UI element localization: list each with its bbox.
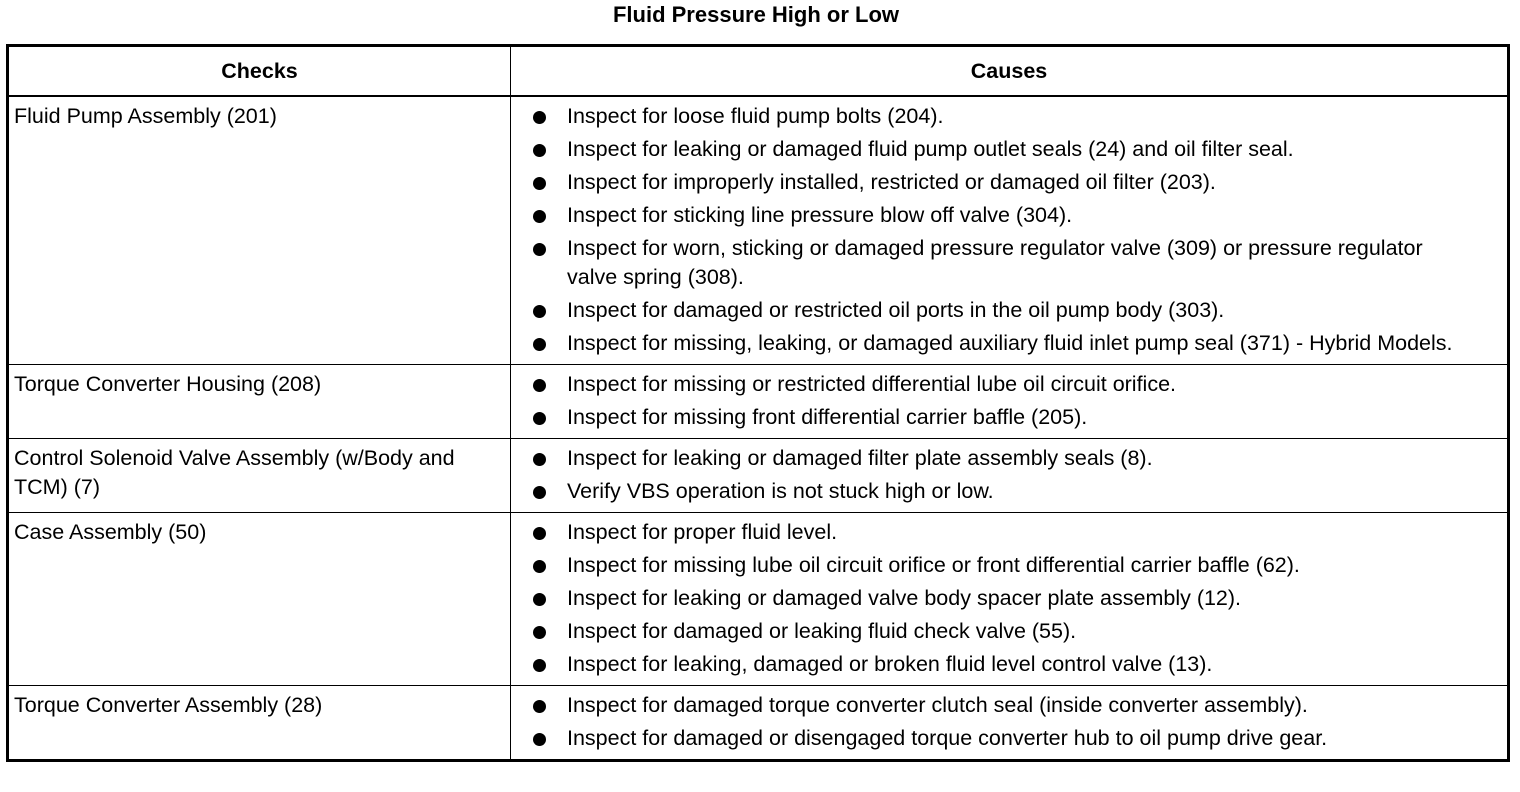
- cause-text: Inspect for leaking or damaged filter pl…: [567, 446, 1153, 470]
- cause-item: Inspect for loose fluid pump bolts (204)…: [533, 102, 1467, 131]
- bullet-icon: [533, 659, 546, 672]
- cause-text: Inspect for missing lube oil circuit ori…: [567, 553, 1300, 577]
- cause-item: Inspect for sticking line pressure blow …: [533, 201, 1467, 230]
- cause-item: Inspect for missing or restricted differ…: [533, 370, 1467, 399]
- bullet-icon: [533, 626, 546, 639]
- cause-item: Inspect for damaged or restricted oil po…: [533, 296, 1467, 325]
- table-row: Torque Converter Housing (208) Inspect f…: [7, 364, 1509, 439]
- cause-item: Inspect for worn, sticking or damaged pr…: [533, 234, 1467, 292]
- bullet-icon: [533, 733, 546, 746]
- table-header-row: Checks Causes: [7, 45, 1509, 97]
- bullet-icon: [533, 700, 546, 713]
- check-cell: Fluid Pump Assembly (201): [7, 95, 511, 365]
- check-cell: Torque Converter Housing (208): [7, 364, 511, 439]
- bullet-icon: [533, 412, 546, 425]
- table-row: Torque Converter Assembly (28) Inspect f…: [7, 685, 1509, 761]
- cause-text: Inspect for damaged torque converter clu…: [567, 693, 1308, 717]
- cause-text: Inspect for missing front differential c…: [567, 405, 1088, 429]
- cause-item: Inspect for proper fluid level.: [533, 518, 1467, 547]
- check-cell: Torque Converter Assembly (28): [7, 685, 511, 761]
- causes-list: Inspect for loose fluid pump bolts (204)…: [533, 102, 1467, 358]
- column-header-checks: Checks: [7, 45, 511, 97]
- cause-item: Inspect for leaking or damaged filter pl…: [533, 444, 1467, 473]
- bullet-icon: [533, 111, 546, 124]
- cause-item: Inspect for leaking or damaged fluid pum…: [533, 135, 1467, 164]
- cause-item: Inspect for leaking, damaged or broken f…: [533, 650, 1467, 679]
- cause-text: Inspect for damaged or restricted oil po…: [567, 298, 1225, 322]
- check-cell: Control Solenoid Valve Assembly (w/Body …: [7, 438, 511, 513]
- bullet-icon: [533, 560, 546, 573]
- cause-text: Inspect for improperly installed, restri…: [567, 170, 1216, 194]
- cause-text: Inspect for proper fluid level.: [567, 520, 838, 544]
- bullet-icon: [533, 527, 546, 540]
- bullet-icon: [533, 144, 546, 157]
- causes-cell: Inspect for missing or restricted differ…: [510, 364, 1509, 439]
- cause-text: Inspect for damaged or disengaged torque…: [567, 726, 1328, 750]
- causes-cell: Inspect for loose fluid pump bolts (204)…: [510, 95, 1509, 365]
- cause-item: Inspect for damaged or leaking fluid che…: [533, 617, 1467, 646]
- bullet-icon: [533, 593, 546, 606]
- check-cell: Case Assembly (50): [7, 512, 511, 686]
- bullet-icon: [533, 210, 546, 223]
- page-title: Fluid Pressure High or Low: [612, 2, 900, 27]
- cause-item: Inspect for damaged or disengaged torque…: [533, 724, 1467, 753]
- cause-item: Inspect for damaged torque converter clu…: [533, 691, 1467, 720]
- causes-list: Inspect for missing or restricted differ…: [533, 370, 1467, 432]
- bullet-icon: [533, 177, 546, 190]
- cause-text: Inspect for leaking or damaged valve bod…: [567, 586, 1242, 610]
- causes-list: Inspect for damaged torque converter clu…: [533, 691, 1467, 753]
- cause-text: Inspect for sticking line pressure blow …: [567, 203, 1073, 227]
- bullet-icon: [533, 379, 546, 392]
- bullet-icon: [533, 243, 546, 256]
- cause-item: Verify VBS operation is not stuck high o…: [533, 477, 1467, 506]
- causes-cell: Inspect for damaged torque converter clu…: [510, 685, 1509, 761]
- cause-item: Inspect for missing, leaking, or damaged…: [533, 329, 1467, 358]
- bullet-icon: [533, 338, 546, 351]
- cause-text: Inspect for leaking or damaged fluid pum…: [567, 137, 1294, 161]
- table-row: Fluid Pump Assembly (201) Inspect for lo…: [7, 95, 1509, 365]
- causes-list: Inspect for proper fluid level. Inspect …: [533, 518, 1467, 679]
- table-row: Control Solenoid Valve Assembly (w/Body …: [7, 438, 1509, 513]
- cause-text: Inspect for worn, sticking or damaged pr…: [567, 236, 1423, 289]
- cause-text: Inspect for damaged or leaking fluid che…: [567, 619, 1077, 643]
- column-header-causes: Causes: [510, 45, 1509, 97]
- cause-text: Verify VBS operation is not stuck high o…: [567, 479, 994, 503]
- cause-text: Inspect for missing or restricted differ…: [567, 372, 1177, 396]
- cause-item: Inspect for leaking or damaged valve bod…: [533, 584, 1467, 613]
- cause-text: Inspect for loose fluid pump bolts (204)…: [567, 104, 944, 128]
- bullet-icon: [533, 305, 546, 318]
- cause-item: Inspect for missing front differential c…: [533, 403, 1467, 432]
- diagnostic-table: Checks Causes Fluid Pump Assembly (201) …: [6, 44, 1510, 762]
- causes-cell: Inspect for leaking or damaged filter pl…: [510, 438, 1509, 513]
- cause-text: Inspect for leaking, damaged or broken f…: [567, 652, 1213, 676]
- cause-item: Inspect for improperly installed, restri…: [533, 168, 1467, 197]
- cause-item: Inspect for missing lube oil circuit ori…: [533, 551, 1467, 580]
- bullet-icon: [533, 453, 546, 466]
- causes-cell: Inspect for proper fluid level. Inspect …: [510, 512, 1509, 686]
- cause-text: Inspect for missing, leaking, or damaged…: [567, 331, 1453, 355]
- bullet-icon: [533, 486, 546, 499]
- causes-list: Inspect for leaking or damaged filter pl…: [533, 444, 1467, 506]
- table-row: Case Assembly (50) Inspect for proper fl…: [7, 512, 1509, 686]
